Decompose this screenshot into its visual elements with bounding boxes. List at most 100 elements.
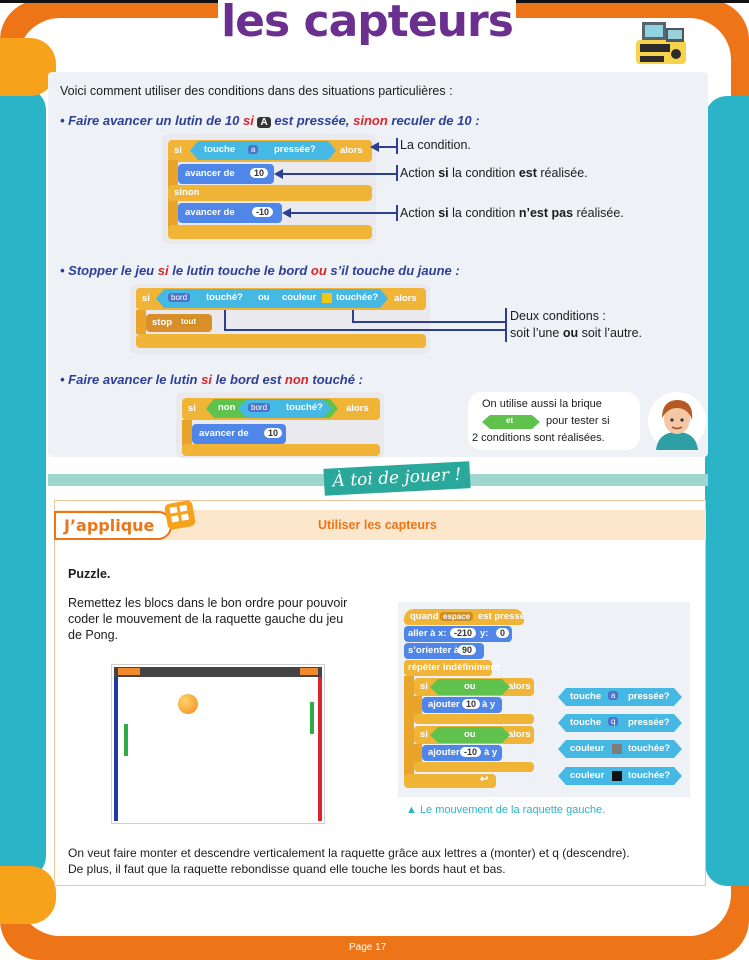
arrow-action bbox=[288, 212, 396, 214]
note-two-conditions: Deux conditions : bbox=[510, 309, 606, 323]
goto-label: aller à x: bbox=[408, 628, 447, 639]
example1-si: si bbox=[243, 113, 254, 128]
if-block-arm bbox=[136, 310, 146, 334]
score-left bbox=[118, 668, 140, 675]
and-block: et bbox=[482, 415, 540, 429]
move-label: avancer de bbox=[185, 168, 235, 179]
figure-caption: ▲ Le mouvement de la raquette gauche. bbox=[406, 804, 606, 816]
note-part: Action bbox=[400, 206, 439, 220]
right-paddle bbox=[310, 702, 314, 734]
point-direction-block: s’orienter à 90 bbox=[404, 643, 484, 659]
if-block-arm bbox=[182, 420, 192, 446]
if-block-end bbox=[414, 762, 534, 772]
tip-line3: 2 conditions sont réalisées. bbox=[472, 432, 605, 444]
pong-left-border bbox=[114, 677, 118, 821]
change-label: ajouter bbox=[428, 699, 460, 710]
key-a-icon: A bbox=[257, 117, 271, 128]
exercise-instructions: coder le mouvement de la raquette gauche… bbox=[68, 612, 344, 626]
note-emphasis: si bbox=[438, 206, 449, 220]
exercise-label: J’applique bbox=[54, 511, 172, 540]
move-value: 10 bbox=[250, 168, 269, 178]
condition-label: couleur bbox=[282, 292, 317, 303]
move-block: avancer de 10 bbox=[192, 424, 286, 444]
page-title-box: les capteurs bbox=[218, 0, 516, 46]
move-value: -10 bbox=[252, 207, 274, 217]
if-arm bbox=[414, 744, 422, 764]
change-label: ajouter bbox=[428, 747, 460, 758]
move-label: avancer de bbox=[185, 207, 235, 218]
stop-block: stop tout bbox=[146, 314, 212, 332]
right-tab bbox=[705, 96, 749, 886]
example3-heading-part: • Faire avancer le lutin bbox=[60, 372, 202, 387]
hat-label: est pressé bbox=[478, 611, 526, 622]
if-arm bbox=[414, 696, 422, 716]
key-dropdown[interactable]: q bbox=[608, 717, 618, 726]
note-part: la condition bbox=[448, 166, 519, 180]
not-label: non bbox=[218, 402, 236, 413]
or-label: ou bbox=[464, 729, 476, 740]
if-block-end bbox=[182, 444, 380, 456]
block-alors-label: alors bbox=[508, 729, 531, 740]
arrow-stem bbox=[224, 310, 226, 330]
block-alors-label: alors bbox=[346, 403, 369, 414]
direction-label: s’orienter à bbox=[408, 645, 460, 656]
example2-ou: ou bbox=[310, 263, 327, 278]
hat-label: quand bbox=[410, 611, 439, 622]
change-y-block: ajouter -10 à y bbox=[422, 745, 502, 761]
key-pressed-condition: touche a pressée? bbox=[190, 141, 336, 160]
condition-label: touchée? bbox=[336, 292, 379, 303]
condition-label: touché? bbox=[286, 402, 323, 413]
pong-stage-bar bbox=[114, 667, 322, 677]
if-block-end bbox=[168, 225, 372, 239]
x-value: -210 bbox=[450, 628, 477, 638]
note-emphasis: si bbox=[438, 166, 449, 180]
note-bar bbox=[396, 138, 398, 154]
and-label: et bbox=[506, 416, 514, 425]
note-part: la condition bbox=[448, 206, 519, 220]
tip-line1: On utilise aussi la brique bbox=[482, 398, 602, 410]
arrow-condition bbox=[352, 321, 506, 323]
top-left-corner bbox=[0, 38, 56, 96]
note-part: réalisée. bbox=[573, 206, 624, 220]
dice-icon bbox=[164, 500, 196, 530]
note-emphasis: n’est pas bbox=[518, 206, 574, 220]
arrow-stem bbox=[352, 310, 354, 322]
change-value: -10 bbox=[460, 747, 482, 757]
or-block-empty[interactable]: ou bbox=[430, 727, 510, 743]
note-emphasis: est bbox=[518, 166, 537, 180]
bord-dropdown: bord bbox=[168, 293, 190, 302]
block-si-label: si bbox=[188, 403, 196, 414]
else-block: sinon bbox=[168, 185, 372, 201]
sensor-label: pressée? bbox=[628, 717, 670, 728]
top-rule-right bbox=[512, 0, 749, 3]
block-alors-label: alors bbox=[340, 145, 363, 156]
example2-heading-part: • Stopper le jeu bbox=[60, 263, 158, 278]
forever-label: répéter indéfiniment bbox=[408, 662, 500, 673]
forever-arm bbox=[404, 676, 414, 784]
or-block-empty[interactable]: ou bbox=[430, 679, 510, 695]
note-part: soit l’une bbox=[510, 326, 563, 340]
block-si-label: si bbox=[142, 293, 150, 304]
color-swatch-icon bbox=[612, 771, 622, 781]
block-alors-label: alors bbox=[394, 293, 417, 304]
page-title: les capteurs bbox=[221, 0, 514, 47]
change-value: 10 bbox=[462, 699, 481, 709]
move-block: avancer de -10 bbox=[178, 203, 282, 223]
teacher-avatar-icon bbox=[648, 392, 706, 450]
or-label: ou bbox=[464, 681, 476, 692]
arrow-action bbox=[280, 173, 396, 175]
example3-non: non bbox=[284, 372, 309, 387]
note-bar bbox=[505, 308, 507, 342]
sensor-label: touche bbox=[570, 717, 602, 728]
example2-si: si bbox=[157, 263, 169, 278]
note-action-true: Action si la condition est réalisée. bbox=[400, 166, 588, 180]
example1-heading-part: reculer de 10 : bbox=[387, 113, 480, 128]
key-dropdown[interactable]: a bbox=[608, 691, 618, 700]
sensor-label: touche bbox=[570, 691, 602, 702]
goto-label: y: bbox=[480, 628, 489, 639]
forever-block-end: ↩ bbox=[404, 774, 496, 788]
